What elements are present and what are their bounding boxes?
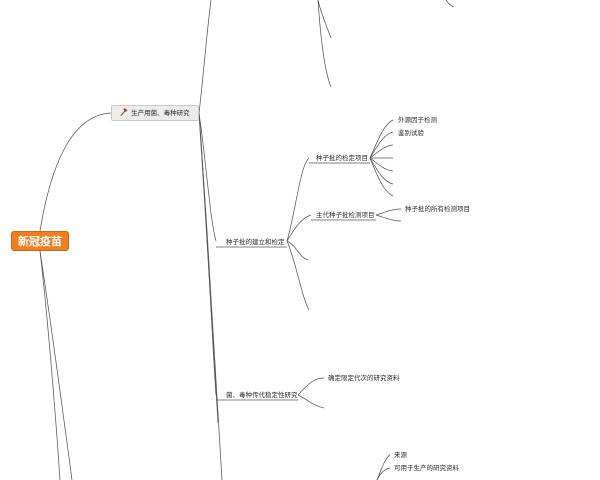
connector-seed-blank2 xyxy=(286,240,310,311)
connector-upper-3 xyxy=(445,0,455,8)
node-seed-lot[interactable]: 种子批的建立和检定 xyxy=(226,238,285,246)
connector-ti-1 xyxy=(369,119,394,159)
node-master-seed-test-items[interactable]: 主代种子批检测项目 xyxy=(316,211,375,219)
connector-upper-2 xyxy=(317,0,332,88)
node-exogenous-factor[interactable]: 外源因子检测 xyxy=(398,116,437,124)
branch-node-strain-research[interactable]: 生产用菌、毒种研究 xyxy=(111,105,199,121)
connector-stab-2 xyxy=(297,394,325,409)
connector-ti-3 xyxy=(369,144,394,159)
connector-seed-testitems xyxy=(286,157,310,242)
root-node[interactable]: 新冠疫苗 xyxy=(11,231,69,251)
connector-upper-1 xyxy=(317,0,332,39)
connector-root-lower xyxy=(39,250,61,480)
node-seed-test-items[interactable]: 种子批的检定项目 xyxy=(316,154,368,162)
connector-ti-6 xyxy=(369,157,394,185)
connector-root-lower-2 xyxy=(39,250,73,480)
branch-label: 生产用菌、毒种研究 xyxy=(131,109,190,117)
node-all-seed-test-items[interactable]: 种子批的所有检测项目 xyxy=(405,205,470,213)
connector-stab-1 xyxy=(297,377,325,396)
node-source[interactable]: 来源 xyxy=(394,451,407,459)
connector-branch-low xyxy=(198,112,223,480)
connector-branch-up xyxy=(198,0,212,114)
connector-master-blank xyxy=(375,214,402,222)
connector-seed-blank1 xyxy=(286,240,309,261)
connector-master-all xyxy=(375,208,402,216)
connector-root-branch xyxy=(39,112,112,232)
connector-ti-7 xyxy=(369,157,394,197)
connector-branch-seed xyxy=(198,112,217,242)
node-passage-stability[interactable]: 菌、毒种传代稳定性研究 xyxy=(226,391,298,399)
node-identification[interactable]: 鉴别试验 xyxy=(398,129,424,137)
connector-bottom-2 xyxy=(376,467,391,480)
node-passage-data[interactable]: 确定限定代次的研究资料 xyxy=(328,374,400,382)
connector-ti-2 xyxy=(369,131,394,159)
node-production-data[interactable]: 可用于生产的研究资料 xyxy=(394,464,459,472)
connector-ti-5 xyxy=(369,157,394,172)
connector-seed-master xyxy=(286,214,312,242)
hammer-icon xyxy=(120,108,128,117)
